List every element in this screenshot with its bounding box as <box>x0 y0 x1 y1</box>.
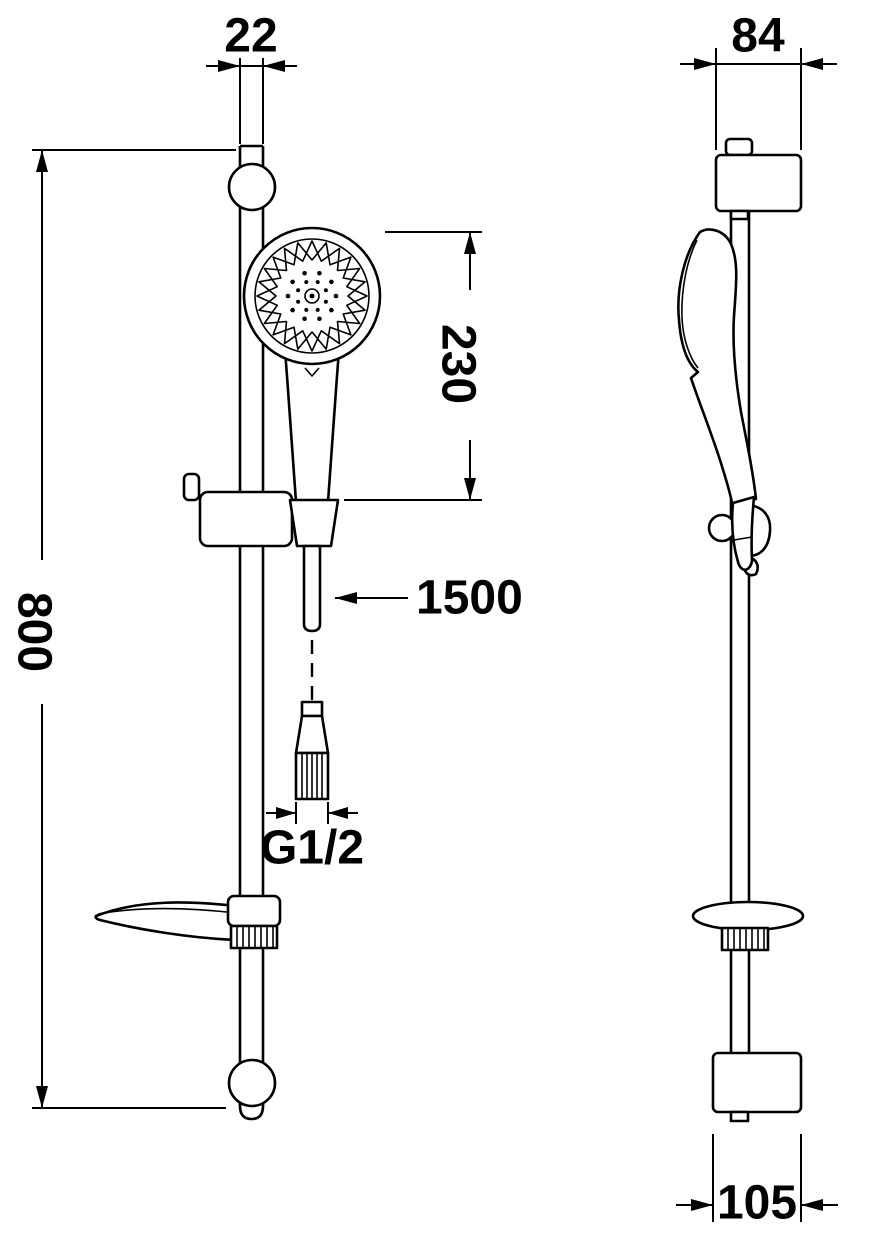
dim-bracket-depth: 105 <box>676 1134 838 1230</box>
arrow-left-icon <box>335 592 357 604</box>
spray-nozzles <box>285 270 339 322</box>
arrow-up-icon <box>464 232 476 254</box>
dim-head-length-label: 230 <box>432 324 485 404</box>
soap-dish-side <box>691 900 805 952</box>
arrow-right-icon <box>694 58 716 70</box>
hose-connector <box>294 700 330 801</box>
shower-hose-side <box>730 495 756 572</box>
arrow-down-icon <box>464 478 476 500</box>
front-view: 1500 G1/2 <box>8 10 523 1121</box>
dim-bar-height: 800 <box>8 149 236 1109</box>
wall-bracket-bottom <box>711 1051 803 1123</box>
dim-hose-length: 1500 <box>335 572 523 625</box>
arrow-right-icon <box>218 60 240 72</box>
holder-cup <box>288 498 340 548</box>
arrow-left-icon <box>801 1199 823 1211</box>
handle-notch <box>304 367 320 377</box>
arrow-down-icon <box>36 1086 48 1108</box>
wall-bracket-top <box>714 153 803 221</box>
top-slider-knob <box>227 162 277 212</box>
shower-head-side <box>677 228 758 505</box>
arrow-left-icon <box>328 807 348 819</box>
dim-hose-length-label: 1500 <box>416 572 523 625</box>
arrow-left-icon <box>263 60 285 72</box>
connector-ribs <box>301 753 323 799</box>
dim-bracket-width-label: 84 <box>731 10 785 63</box>
holder-pin <box>182 472 201 502</box>
side-view: 84 105 <box>676 10 838 1230</box>
shower-hose-stub <box>302 544 322 633</box>
dim-bar-height-label: 800 <box>8 592 61 672</box>
dim-thread: G1/2 <box>260 802 364 875</box>
dim-bracket-depth-label: 105 <box>717 1177 797 1230</box>
soap-dish-ribs <box>236 926 274 948</box>
holder-clamp <box>198 490 294 548</box>
dim-rail-width-label: 22 <box>224 10 277 63</box>
dim-thread-label: G1/2 <box>260 822 364 875</box>
dim-bracket-width: 84 <box>680 10 837 150</box>
rail-top-cap <box>724 137 754 157</box>
dim-head-length: 230 <box>344 231 485 501</box>
spray-facet-ring-2 <box>258 242 366 350</box>
arrow-left-icon <box>801 58 823 70</box>
arrow-up-icon <box>36 150 48 172</box>
arrow-right-icon <box>691 1199 713 1211</box>
dim-rail-width: 22 <box>206 10 297 144</box>
bottom-slider-knob <box>227 1058 277 1108</box>
shower-head-front <box>242 226 382 377</box>
arrow-right-icon <box>276 807 296 819</box>
spray-face-edge <box>681 239 699 369</box>
spray-facet-ring <box>256 240 368 352</box>
soap-dish-front <box>94 894 282 950</box>
shower-handle <box>283 348 341 504</box>
slider-holder-front <box>182 472 340 548</box>
soap-dish-ribs <box>727 928 765 950</box>
